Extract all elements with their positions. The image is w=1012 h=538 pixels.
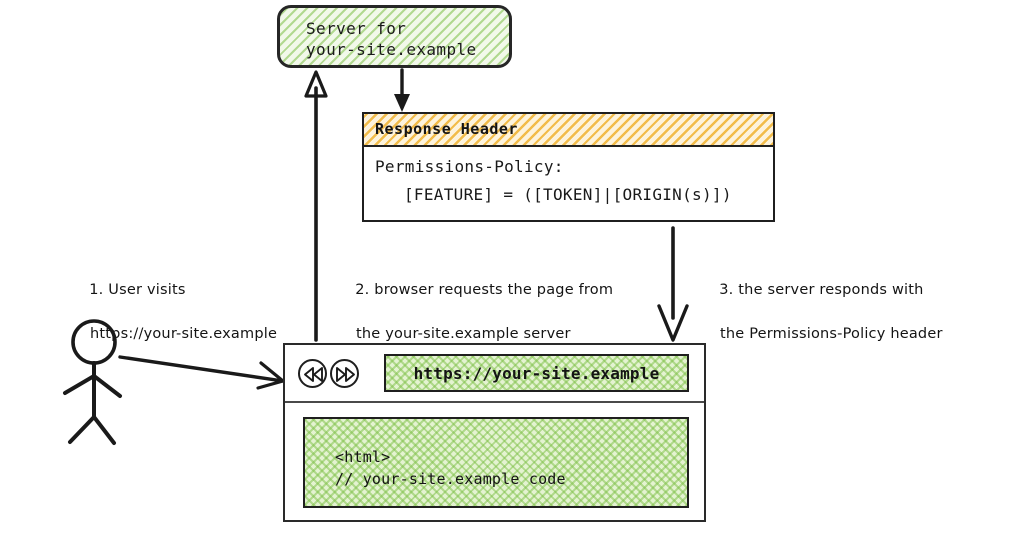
caption-step-2: 2. browser requests the page from the yo…	[336, 257, 613, 389]
response-header-body: Permissions-Policy: [FEATURE] = ([TOKEN]…	[364, 147, 773, 221]
arrow-browser-to-server	[304, 70, 328, 342]
url-text: https://your-site.example	[413, 364, 660, 383]
server-label-line1: Server for	[306, 19, 407, 38]
caption-step-2-line1: 2. browser requests the page from	[355, 282, 614, 298]
back-button[interactable]	[298, 359, 327, 388]
caption-step-1-line1: 1. User visits	[89, 282, 186, 298]
url-address-bar[interactable]: https://your-site.example	[384, 354, 689, 392]
caption-step-2-line2: the your-site.example server	[356, 326, 571, 342]
user-stick-figure	[63, 319, 122, 445]
caption-step-3-line2: the Permissions-Policy header	[720, 326, 943, 342]
rewind-icon	[304, 367, 323, 382]
caption-step-1: 1. User visits https://your-site.example	[70, 257, 277, 389]
fast-forward-icon	[336, 367, 355, 382]
arrow-server-to-response-header	[394, 68, 410, 112]
browser-window: https://your-site.example <html> // your…	[283, 343, 706, 522]
caption-step-3-line1: 3. the server responds with	[719, 282, 924, 298]
permissions-policy-key: Permissions-Policy:	[375, 157, 564, 176]
permissions-policy-value: [FEATURE] = ([TOKEN]|[ORIGIN(s)])	[404, 185, 732, 204]
server-label-line2: your-site.example	[306, 40, 477, 59]
arrow-response-header-to-browser	[657, 226, 689, 342]
response-header-title-bar: Response Header	[364, 114, 773, 147]
browser-toolbar: https://your-site.example	[285, 345, 704, 403]
page-content-area: <html> // your-site.example code	[303, 417, 689, 508]
caption-step-3: 3. the server responds with the Permissi…	[700, 257, 943, 389]
response-header-title: Response Header	[375, 120, 518, 138]
server-box: Server for your-site.example	[277, 5, 512, 68]
response-header-box: Response Header Permissions-Policy: [FEA…	[362, 112, 775, 222]
page-code-line-2: // your-site.example code	[335, 470, 566, 488]
page-code-line-1: <html>	[335, 448, 391, 466]
forward-button[interactable]	[330, 359, 359, 388]
caption-step-1-line2: https://your-site.example	[90, 326, 278, 342]
